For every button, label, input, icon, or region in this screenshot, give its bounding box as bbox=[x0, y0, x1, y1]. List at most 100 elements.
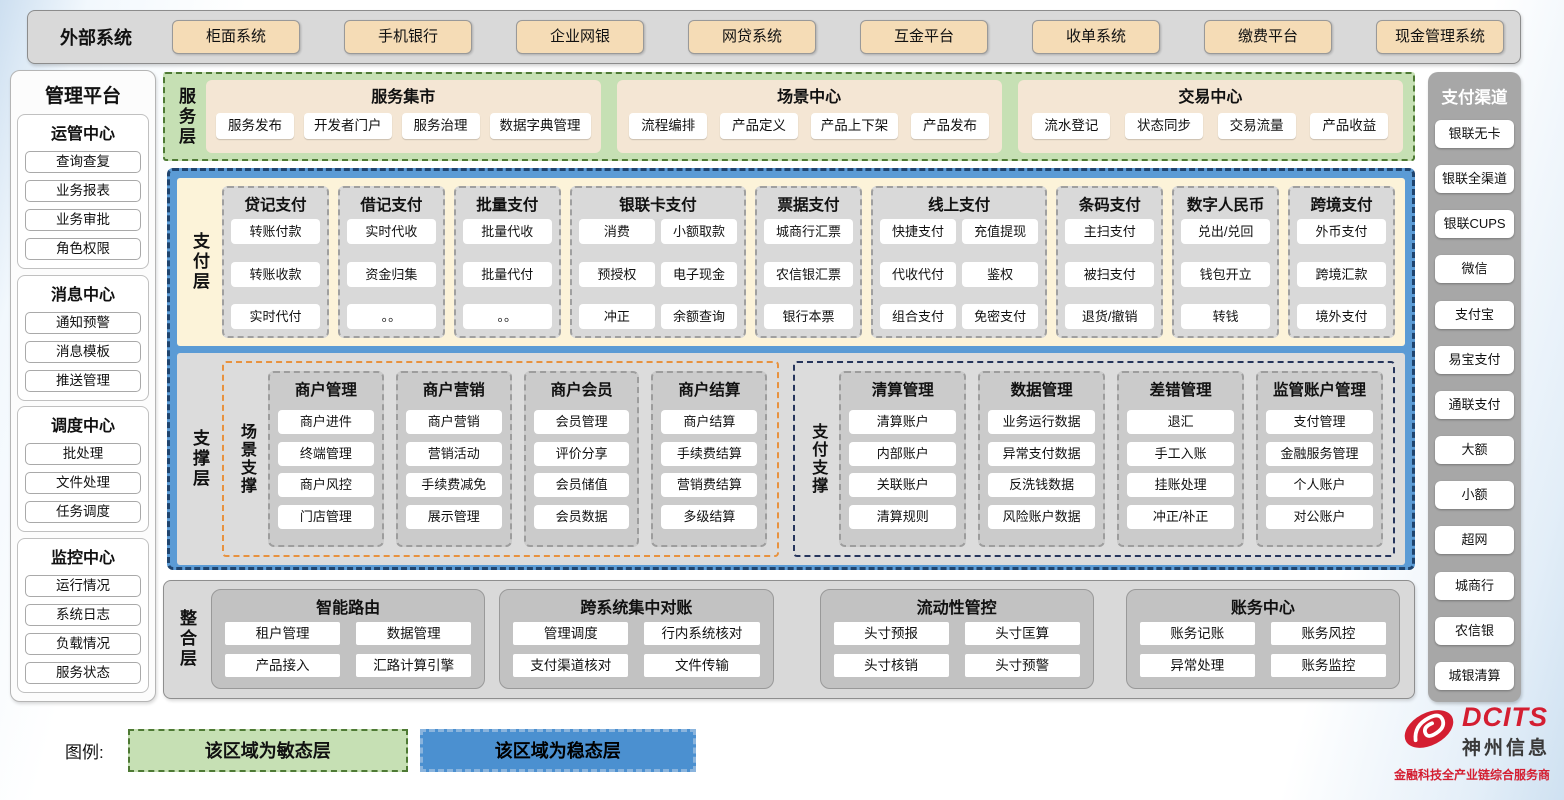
management-item-button[interactable]: 业务审批 bbox=[25, 209, 141, 231]
service-item-button[interactable]: 流程编排 bbox=[629, 113, 708, 139]
management-item-button[interactable]: 批处理 bbox=[25, 443, 141, 466]
payment-item-button[interactable]: 鉴权 bbox=[962, 261, 1039, 287]
support-item-button[interactable]: 对公账户 bbox=[1266, 505, 1374, 530]
service-item-button[interactable]: 服务发布 bbox=[216, 113, 294, 139]
payment-item-button[interactable]: 实时代收 bbox=[346, 219, 436, 244]
service-item-button[interactable]: 流水登记 bbox=[1032, 113, 1111, 139]
payment-item-button[interactable]: 城商行汇票 bbox=[764, 219, 853, 244]
support-item-button[interactable]: 内部账户 bbox=[849, 441, 957, 466]
integration-item-button[interactable]: 行内系统核对 bbox=[643, 621, 761, 646]
management-item-button[interactable]: 查询查复 bbox=[25, 151, 141, 173]
management-item-button[interactable]: 运行情况 bbox=[25, 574, 141, 597]
support-item-button[interactable]: 评价分享 bbox=[533, 441, 630, 466]
payment-channel-button[interactable]: 银联全渠道 bbox=[1435, 165, 1514, 194]
support-item-button[interactable]: 多级结算 bbox=[661, 505, 758, 530]
payment-item-button[interactable]: 转账付款 bbox=[231, 219, 320, 244]
external-system-button[interactable]: 收单系统 bbox=[1032, 20, 1160, 54]
support-item-button[interactable]: 关联账户 bbox=[849, 473, 957, 498]
support-item-button[interactable]: 会员管理 bbox=[533, 409, 630, 434]
payment-item-button[interactable]: 银行本票 bbox=[764, 304, 853, 329]
support-item-button[interactable]: 商户营销 bbox=[405, 409, 502, 434]
service-item-button[interactable]: 服务治理 bbox=[401, 113, 480, 139]
payment-item-button[interactable]: 钱包开立 bbox=[1181, 261, 1271, 287]
payment-channel-button[interactable]: 农信银 bbox=[1435, 616, 1514, 645]
payment-item-button[interactable]: 。。 bbox=[462, 304, 552, 329]
support-item-button[interactable]: 商户风控 bbox=[278, 473, 374, 498]
support-item-button[interactable]: 手工入账 bbox=[1127, 441, 1235, 466]
payment-item-button[interactable]: 兑出/兑回 bbox=[1181, 219, 1271, 244]
management-item-button[interactable]: 文件处理 bbox=[25, 472, 141, 495]
payment-item-button[interactable]: 免密支付 bbox=[962, 304, 1039, 329]
support-item-button[interactable]: 反洗钱数据 bbox=[988, 473, 1096, 498]
integration-item-button[interactable]: 头寸匡算 bbox=[963, 621, 1081, 646]
support-item-button[interactable]: 挂账处理 bbox=[1127, 473, 1235, 498]
payment-item-button[interactable]: 消费 bbox=[578, 219, 655, 244]
payment-item-button[interactable]: 转账收款 bbox=[231, 261, 320, 287]
support-item-button[interactable]: 商户进件 bbox=[278, 409, 374, 434]
payment-item-button[interactable]: 主扫支付 bbox=[1065, 219, 1155, 244]
service-item-button[interactable]: 开发者门户 bbox=[304, 113, 392, 139]
payment-channel-button[interactable]: 银联无卡 bbox=[1435, 120, 1514, 148]
support-item-button[interactable]: 营销费结算 bbox=[661, 473, 758, 498]
management-item-button[interactable]: 服务状态 bbox=[25, 661, 141, 684]
external-system-button[interactable]: 手机银行 bbox=[344, 20, 472, 54]
integration-item-button[interactable]: 产品接入 bbox=[224, 653, 342, 678]
integration-item-button[interactable]: 文件传输 bbox=[643, 653, 761, 678]
support-item-button[interactable]: 商户结算 bbox=[661, 409, 758, 434]
payment-item-button[interactable]: 冲正 bbox=[578, 304, 655, 329]
payment-item-button[interactable]: 电子现金 bbox=[660, 261, 738, 287]
support-item-button[interactable]: 展示管理 bbox=[405, 505, 502, 530]
payment-item-button[interactable]: 转钱 bbox=[1181, 304, 1271, 329]
management-item-button[interactable]: 业务报表 bbox=[25, 180, 141, 202]
payment-channel-button[interactable]: 通联支付 bbox=[1435, 390, 1514, 419]
support-item-button[interactable]: 业务运行数据 bbox=[988, 409, 1096, 434]
integration-item-button[interactable]: 租户管理 bbox=[224, 621, 342, 646]
integration-item-button[interactable]: 汇路计算引擎 bbox=[355, 653, 473, 678]
management-item-button[interactable]: 系统日志 bbox=[25, 603, 141, 626]
payment-item-button[interactable]: 余额查询 bbox=[660, 304, 738, 329]
support-item-button[interactable]: 营销活动 bbox=[405, 441, 502, 466]
payment-item-button[interactable]: 批量代收 bbox=[462, 219, 552, 244]
external-system-button[interactable]: 现金管理系统 bbox=[1376, 20, 1504, 54]
integration-item-button[interactable]: 管理调度 bbox=[512, 621, 630, 646]
payment-channel-button[interactable]: 超网 bbox=[1435, 526, 1514, 555]
payment-channel-button[interactable]: 微信 bbox=[1435, 255, 1514, 284]
support-item-button[interactable]: 清算账户 bbox=[849, 409, 957, 434]
management-item-button[interactable]: 消息模板 bbox=[25, 340, 141, 363]
payment-item-button[interactable]: 被扫支付 bbox=[1065, 261, 1155, 287]
service-item-button[interactable]: 数据字典管理 bbox=[489, 113, 591, 139]
external-system-button[interactable]: 缴费平台 bbox=[1204, 20, 1332, 54]
payment-channel-button[interactable]: 银联CUPS bbox=[1435, 210, 1514, 239]
service-item-button[interactable]: 产品上下架 bbox=[810, 113, 899, 139]
support-item-button[interactable]: 手续费结算 bbox=[661, 441, 758, 466]
support-item-button[interactable]: 手续费减免 bbox=[405, 473, 502, 498]
service-item-button[interactable]: 产品发布 bbox=[911, 113, 989, 139]
support-item-button[interactable]: 退汇 bbox=[1127, 409, 1235, 434]
support-item-button[interactable]: 冲正/补正 bbox=[1127, 505, 1235, 530]
support-item-button[interactable]: 会员数据 bbox=[533, 505, 630, 530]
external-system-button[interactable]: 互金平台 bbox=[860, 20, 988, 54]
management-item-button[interactable]: 角色权限 bbox=[25, 238, 141, 260]
external-system-button[interactable]: 企业网银 bbox=[516, 20, 644, 54]
payment-item-button[interactable]: 退货/撤销 bbox=[1065, 304, 1155, 329]
integration-item-button[interactable]: 账务风控 bbox=[1269, 621, 1387, 646]
payment-item-button[interactable]: 充值提现 bbox=[962, 219, 1039, 244]
payment-item-button[interactable]: 外币支付 bbox=[1297, 219, 1387, 244]
payment-channel-button[interactable]: 支付宝 bbox=[1435, 300, 1514, 329]
integration-item-button[interactable]: 账务记账 bbox=[1138, 621, 1256, 646]
support-item-button[interactable]: 个人账户 bbox=[1266, 473, 1374, 498]
service-item-button[interactable]: 产品收益 bbox=[1310, 113, 1389, 139]
service-item-button[interactable]: 状态同步 bbox=[1125, 113, 1204, 139]
payment-item-button[interactable]: 实时代付 bbox=[231, 304, 320, 329]
integration-item-button[interactable]: 头寸预报 bbox=[832, 621, 950, 646]
payment-item-button[interactable]: 境外支付 bbox=[1297, 304, 1387, 329]
payment-channel-button[interactable]: 城银清算 bbox=[1435, 661, 1514, 690]
payment-item-button[interactable]: 小额取款 bbox=[660, 219, 738, 244]
payment-item-button[interactable]: 。。 bbox=[346, 304, 436, 329]
payment-channel-button[interactable]: 大额 bbox=[1435, 436, 1514, 465]
payment-item-button[interactable]: 预授权 bbox=[578, 261, 655, 287]
external-system-button[interactable]: 网贷系统 bbox=[688, 20, 816, 54]
management-item-button[interactable]: 通知预警 bbox=[25, 311, 141, 334]
integration-item-button[interactable]: 头寸预警 bbox=[963, 653, 1081, 678]
support-item-button[interactable]: 清算规则 bbox=[849, 505, 957, 530]
